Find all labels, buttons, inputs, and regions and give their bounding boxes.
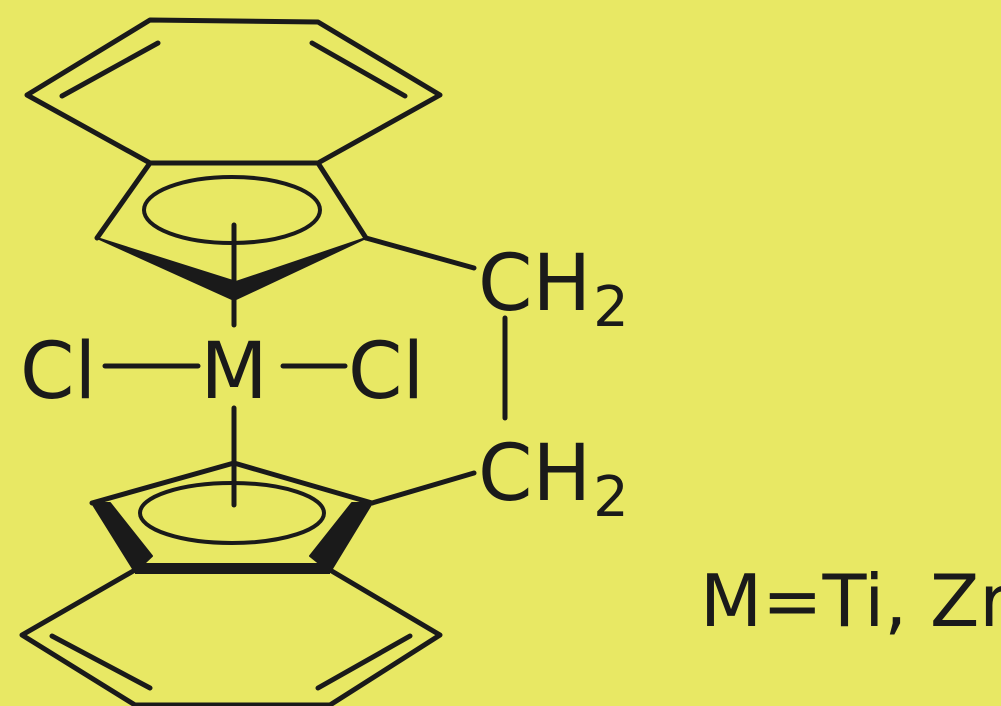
- bridge-bottom-label: CH2: [478, 429, 629, 530]
- bridge-top-subscript: 2: [593, 275, 629, 340]
- top-cp-edge-left: [94, 160, 153, 241]
- bottom-ring-double-bond-left: [49, 633, 153, 691]
- bottom-cp-wedge-left: [91, 502, 153, 573]
- top-indenyl-ligand: [24, 17, 443, 245]
- bottom-cp-front-bond: [135, 563, 330, 574]
- metal-label: M: [200, 327, 267, 417]
- bottom-cp-wedge-right: [309, 502, 373, 573]
- top-ring-double-bond-right: [309, 40, 408, 99]
- bottom-ring-double-bond-right: [315, 633, 413, 691]
- bridge-bottom-base: CH: [478, 429, 591, 519]
- metal-caption: M=Ti, Zr: [700, 559, 1001, 643]
- bridge-top-base: CH: [478, 239, 591, 329]
- bridge-top-label: CH2: [478, 239, 629, 340]
- top-bridge-bond: [363, 235, 477, 271]
- bottom-bridge-bond: [369, 470, 477, 506]
- top-cp-edge-right: [315, 160, 369, 241]
- chlorine-right-label: Cl: [348, 327, 424, 417]
- chlorine-left-label: Cl: [20, 327, 96, 417]
- bridge-bottom-subscript: 2: [593, 465, 629, 530]
- top-ring-double-bond-left: [59, 40, 161, 99]
